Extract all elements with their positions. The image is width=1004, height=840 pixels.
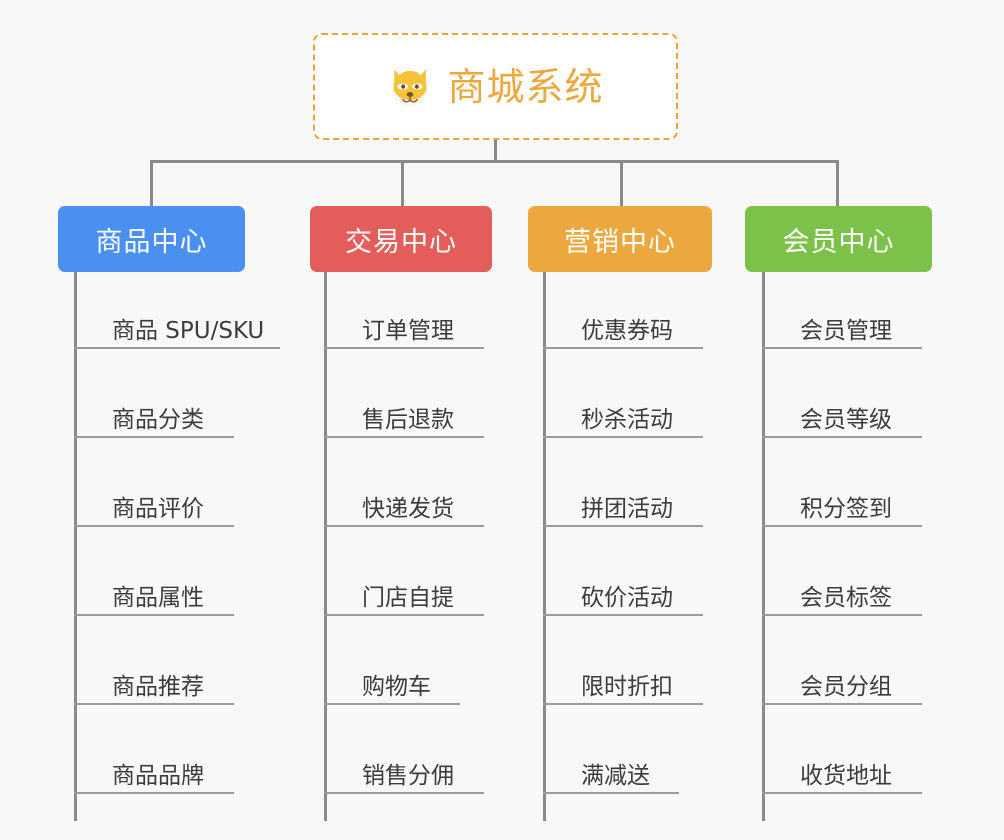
leaf-underline	[324, 436, 484, 438]
leaf-item[interactable]: 商品 SPU/SKU	[74, 285, 280, 349]
root-title: 商城系统	[447, 64, 604, 109]
leaf-underline	[324, 792, 484, 794]
leaf-item[interactable]: 门店自提	[324, 552, 484, 616]
leaf-underline	[74, 614, 234, 616]
dog-face-icon	[387, 65, 433, 111]
leaf-underline	[543, 792, 679, 794]
leaf-label: 销售分佣	[362, 763, 454, 789]
leaf-label: 商品 SPU/SKU	[112, 318, 265, 344]
leaf-underline	[762, 525, 922, 527]
leaf-item[interactable]: 销售分佣	[324, 730, 484, 794]
leaf-underline	[324, 614, 484, 616]
leaf-underline	[762, 703, 922, 705]
category-label: 会员中心	[782, 226, 895, 258]
category-label: 商品中心	[95, 226, 208, 258]
leaf-item[interactable]: 会员等级	[762, 374, 922, 438]
connector-drop-3	[620, 160, 623, 206]
leaf-underline	[74, 436, 234, 438]
leaf-label: 拼团活动	[581, 496, 673, 522]
leaf-label: 商品推荐	[112, 674, 204, 700]
leaf-label: 商品品牌	[112, 763, 204, 789]
category-box-yingxiao-zhongxin[interactable]: 营销中心	[528, 206, 712, 272]
leaf-label: 商品属性	[112, 585, 204, 611]
leaf-underline	[324, 525, 484, 527]
connector-drop-2	[401, 160, 404, 206]
leaf-label: 订单管理	[362, 318, 454, 344]
leaf-underline	[324, 703, 460, 705]
connector-drop-1	[150, 160, 153, 206]
leaf-item[interactable]: 满减送	[543, 730, 679, 794]
connector-drop-4	[836, 160, 839, 206]
leaf-underline	[762, 436, 922, 438]
leaf-item[interactable]: 商品分类	[74, 374, 234, 438]
root-node[interactable]: 商城系统	[313, 33, 678, 140]
leaf-underline	[543, 614, 703, 616]
leaf-item[interactable]: 商品推荐	[74, 641, 234, 705]
leaf-item[interactable]: 快递发货	[324, 463, 484, 527]
leaf-item[interactable]: 商品评价	[74, 463, 234, 527]
leaf-item[interactable]: 订单管理	[324, 285, 484, 349]
leaf-spine	[762, 272, 765, 821]
leaf-item[interactable]: 优惠券码	[543, 285, 703, 349]
leaf-label: 门店自提	[362, 585, 454, 611]
leaf-underline	[543, 347, 703, 349]
leaf-label: 购物车	[362, 674, 431, 700]
leaf-underline	[324, 347, 484, 349]
leaf-item[interactable]: 购物车	[324, 641, 460, 705]
category-label: 营销中心	[564, 226, 676, 258]
leaf-label: 砍价活动	[581, 585, 673, 611]
leaf-label: 积分签到	[800, 496, 892, 522]
category-label: 交易中心	[345, 226, 457, 258]
leaf-underline	[543, 703, 703, 705]
leaf-label: 秒杀活动	[581, 407, 673, 433]
leaf-label: 会员分组	[800, 674, 892, 700]
leaf-item[interactable]: 秒杀活动	[543, 374, 703, 438]
leaf-label: 会员等级	[800, 407, 892, 433]
connector-horizontal-bus	[150, 160, 839, 163]
category-box-shangpin-zhongxin[interactable]: 商品中心	[58, 206, 245, 272]
leaf-item[interactable]: 会员分组	[762, 641, 922, 705]
leaf-label: 会员管理	[800, 318, 892, 344]
connector-root-stem	[494, 140, 497, 163]
leaf-item[interactable]: 售后退款	[324, 374, 484, 438]
leaf-underline	[74, 703, 234, 705]
leaf-spine	[543, 272, 546, 821]
leaf-label: 售后退款	[362, 407, 454, 433]
leaf-label: 商品分类	[112, 407, 204, 433]
leaf-item[interactable]: 会员管理	[762, 285, 922, 349]
leaf-spine	[74, 272, 77, 821]
leaf-label: 收货地址	[800, 763, 892, 789]
leaf-item[interactable]: 商品品牌	[74, 730, 234, 794]
leaf-label: 快递发货	[362, 496, 454, 522]
leaf-item[interactable]: 拼团活动	[543, 463, 703, 527]
leaf-item[interactable]: 积分签到	[762, 463, 922, 527]
leaf-item[interactable]: 收货地址	[762, 730, 922, 794]
leaf-underline	[543, 525, 703, 527]
leaf-label: 满减送	[581, 763, 650, 789]
leaf-item[interactable]: 商品属性	[74, 552, 234, 616]
leaf-label: 商品评价	[112, 496, 204, 522]
leaf-item[interactable]: 限时折扣	[543, 641, 703, 705]
leaf-label: 限时折扣	[581, 674, 673, 700]
leaf-underline	[74, 347, 280, 349]
leaf-item[interactable]: 会员标签	[762, 552, 922, 616]
category-box-huiyuan-zhongxin[interactable]: 会员中心	[745, 206, 932, 272]
leaf-underline	[762, 614, 922, 616]
leaf-underline	[543, 436, 703, 438]
leaf-underline	[762, 792, 922, 794]
leaf-item[interactable]: 砍价活动	[543, 552, 703, 616]
leaf-underline	[762, 347, 922, 349]
leaf-underline	[74, 792, 234, 794]
leaf-label: 会员标签	[800, 585, 892, 611]
leaf-label: 优惠券码	[581, 318, 673, 344]
leaf-underline	[74, 525, 234, 527]
category-box-jiaoyi-zhongxin[interactable]: 交易中心	[310, 206, 492, 272]
leaf-spine	[324, 272, 327, 821]
